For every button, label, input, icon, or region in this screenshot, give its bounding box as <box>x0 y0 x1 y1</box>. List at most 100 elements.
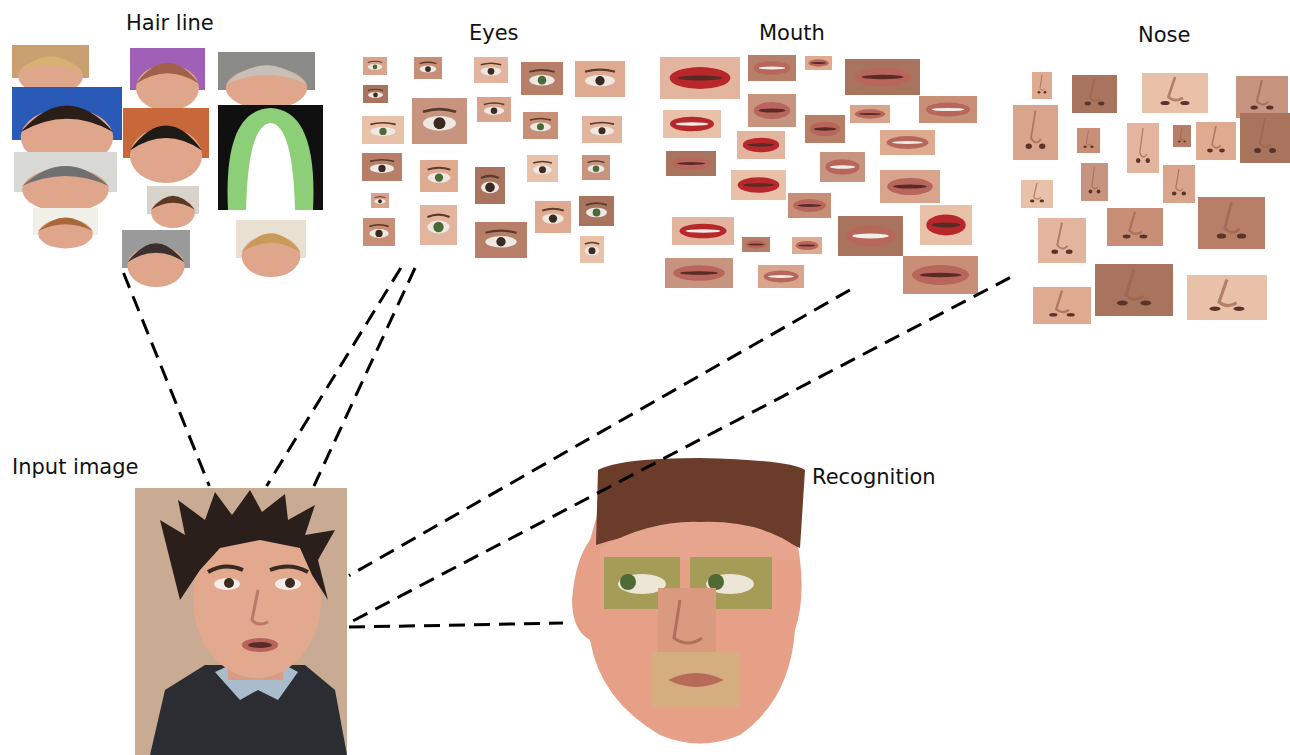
mouth-sample <box>880 130 935 155</box>
brow <box>208 566 243 572</box>
eye-sample <box>582 155 610 180</box>
iris <box>708 574 724 590</box>
hairline-sample <box>123 108 209 183</box>
group-heading: Mouth <box>759 20 825 46</box>
mouth-sample <box>805 115 845 143</box>
eye-sample <box>527 155 558 182</box>
mouth-sample <box>820 152 865 182</box>
group-heading: Eyes <box>469 20 519 46</box>
nose-sample <box>1033 287 1091 324</box>
mouth-sample <box>838 216 903 256</box>
nose-sample <box>1187 275 1267 320</box>
dashed-link <box>124 273 210 486</box>
hairline-sample <box>147 186 199 228</box>
mouth-sample <box>805 56 832 70</box>
dashed-link <box>267 268 401 486</box>
nose-sample <box>1095 264 1173 316</box>
mouth-sample <box>666 151 716 176</box>
mouth-sample <box>758 265 804 288</box>
nose-patch <box>658 588 716 656</box>
eye-sample <box>420 205 457 245</box>
hairline-sample <box>122 230 190 287</box>
hairline-sample <box>236 220 306 277</box>
nose-sample <box>1107 208 1163 246</box>
eye-sample <box>523 112 558 139</box>
eye-sample <box>579 196 614 226</box>
eye <box>275 578 301 590</box>
recognition-collage <box>572 458 805 744</box>
nose-sample <box>1240 113 1290 163</box>
mouth-sample <box>845 59 920 95</box>
hairline-sample <box>33 208 98 248</box>
nose-sample <box>1198 197 1265 249</box>
nose-sample <box>1072 75 1117 113</box>
recognition-result: Recognition <box>563 456 803 750</box>
iris <box>285 578 295 588</box>
nose-sample <box>1077 128 1100 153</box>
nose-sample <box>1163 165 1195 203</box>
mouth-sample <box>792 237 822 254</box>
nose-sample <box>1173 125 1191 147</box>
nose-sample <box>1196 122 1236 160</box>
nose-sample <box>1013 105 1058 160</box>
eye-sample <box>363 85 388 103</box>
eye-sample <box>362 116 404 144</box>
group-heading: Nose <box>1138 22 1190 48</box>
eye-sample <box>521 62 563 95</box>
group-heading: Recognition <box>812 464 936 490</box>
mouth-sample <box>737 131 785 159</box>
nose <box>674 600 702 643</box>
eye-sample <box>371 193 389 208</box>
hairline-sample <box>218 105 323 210</box>
eye-sample <box>535 201 571 233</box>
eye-sample <box>582 116 622 143</box>
eye-sample <box>412 98 467 144</box>
eye-sample <box>414 57 442 79</box>
group-heading: Input image <box>12 454 138 480</box>
mouth-sample <box>919 96 977 123</box>
mouth-sample <box>850 105 890 123</box>
photo-ground <box>135 488 347 755</box>
hairline-sample <box>14 152 117 212</box>
eye-sample <box>580 236 604 263</box>
dashed-link <box>349 278 1010 623</box>
iris <box>620 574 636 590</box>
hairline-sample <box>130 48 205 111</box>
dashed-link <box>349 623 563 627</box>
mouth-sample <box>663 110 721 138</box>
nose-sample <box>1081 163 1108 201</box>
nose-sample <box>1038 218 1086 263</box>
hairline-group: Hair line <box>8 8 328 273</box>
mouth-sample <box>731 170 786 200</box>
input-photo <box>135 488 347 755</box>
eye-sample <box>475 222 527 258</box>
mouth-sample <box>672 217 734 245</box>
forehead <box>600 522 798 560</box>
nose-sample <box>1127 123 1159 173</box>
dashed-link <box>314 268 415 486</box>
eye-sample <box>474 57 508 83</box>
mouth-sample <box>665 258 733 288</box>
eye-sample <box>363 218 395 246</box>
group-heading: Hair line <box>126 10 214 36</box>
brow <box>270 566 308 572</box>
mouth-sample <box>742 237 770 252</box>
nose-group: Nose <box>1010 16 1282 328</box>
eye-sample <box>420 160 458 192</box>
input-image: Input image <box>133 486 349 755</box>
nose-sample <box>1032 72 1052 99</box>
mouth-sample <box>903 256 978 294</box>
dashed-link <box>349 290 850 576</box>
mouth-sample <box>748 94 796 127</box>
eye-sample <box>477 97 511 122</box>
eye-sample <box>362 153 402 181</box>
mouth-patch <box>652 652 740 707</box>
mouth-opening <box>248 642 272 648</box>
eyes-group: Eyes <box>355 14 633 268</box>
hairline-sample <box>218 52 315 109</box>
nose <box>252 590 268 624</box>
mouth-sample <box>660 57 740 99</box>
